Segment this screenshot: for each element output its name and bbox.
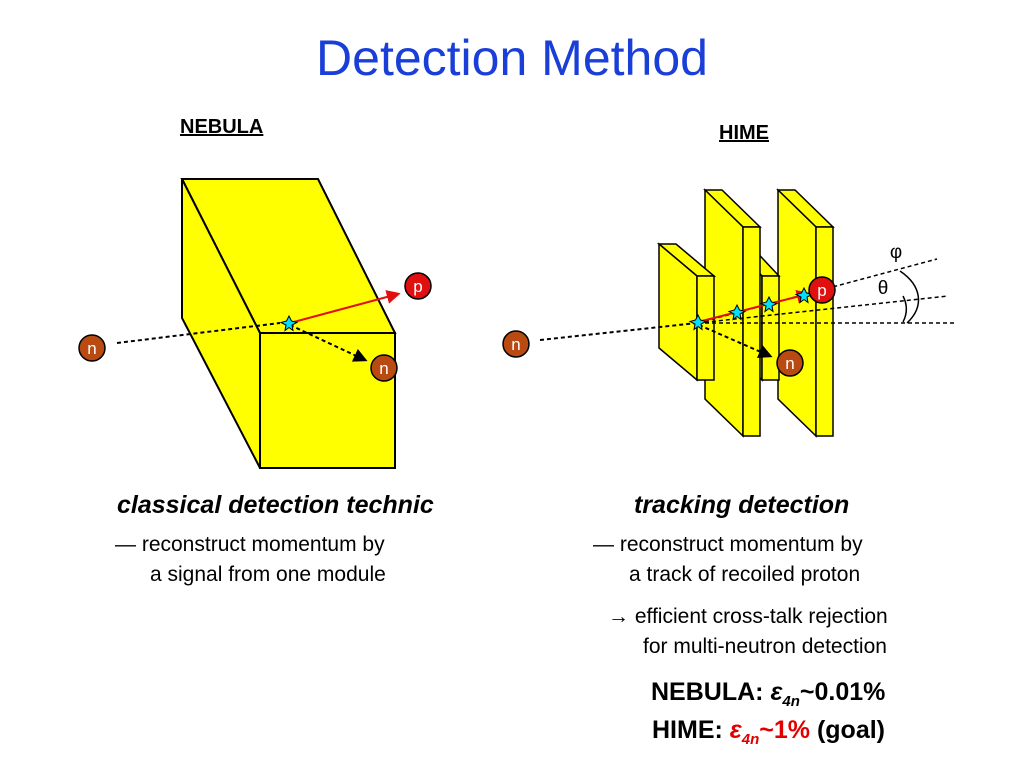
- hime-phi-symbol: φ: [890, 242, 902, 263]
- hime-proton-label: p: [817, 281, 826, 300]
- hime-efficiency: HIME: ε4n~1% (goal): [652, 714, 886, 748]
- hime-efficiency-value: 1%: [773, 716, 811, 744]
- hime-efficiency-prefix: HIME:: [652, 716, 730, 744]
- hime-efficiency-suffix: (goal): [810, 716, 886, 744]
- nebula-scintillator-block: [180, 178, 397, 469]
- nebula-efficiency-subscript: 4n: [782, 693, 800, 710]
- nebula-proton-label: p: [413, 277, 422, 296]
- hime-neutron-in-label: n: [511, 335, 520, 354]
- hime-efficiency-epsilon: ε: [729, 716, 742, 744]
- nebula-proton-out: p: [404, 272, 432, 300]
- hime-neutron-in: n: [502, 330, 530, 358]
- nebula-neutron-out-label: n: [379, 359, 388, 378]
- nebula-efficiency-prefix: NEBULA:: [651, 678, 771, 706]
- nebula-efficiency: NEBULA: ε4n~0.01%: [651, 676, 886, 710]
- nebula-neutron-in-label: n: [87, 339, 96, 358]
- hime-layer-front-left: [656, 242, 717, 382]
- hime-note-line1: → efficient cross-talk rejection: [608, 605, 888, 628]
- hime-phi-arc: [899, 270, 920, 324]
- nebula-interaction-star-icon: [279, 314, 299, 332]
- hime-hit-star-icon: [727, 303, 747, 321]
- hime-description-line1: — reconstruct momentum by: [593, 533, 863, 556]
- hime-neutron-out-label: n: [785, 354, 794, 373]
- nebula-incoming-neutron-track: [116, 322, 281, 344]
- hime-phi-reference-line: [697, 258, 938, 324]
- hime-efficiency-subscript: 4n: [741, 731, 760, 748]
- hime-incoming-neutron-track: [539, 322, 698, 341]
- hime-scattered-neutron-track: [698, 324, 773, 358]
- hime-proton-track: [697, 289, 811, 323]
- hime-heading: tracking detection: [634, 491, 850, 519]
- hime-theta-symbol: θ: [878, 278, 889, 299]
- hime-layer-back-right: [776, 188, 835, 438]
- nebula-heading: classical detection technic: [117, 491, 434, 519]
- hime-hit-star-icon: [759, 295, 779, 313]
- hime-note-line2: for multi-neutron detection: [643, 635, 887, 658]
- hime-efficiency-tilde: ~: [759, 716, 774, 744]
- nebula-neutron-in: n: [78, 334, 106, 362]
- hime-proton-out: p: [808, 276, 836, 304]
- page-title: Detection Method: [316, 30, 708, 86]
- nebula-label: NEBULA: [180, 116, 264, 138]
- hime-neutron-out: n: [776, 349, 804, 377]
- nebula-description-line2: a signal from one module: [150, 563, 386, 586]
- nebula-neutron-out: n: [370, 354, 398, 382]
- hime-description-line2: a track of recoiled proton: [629, 563, 861, 586]
- hime-interaction-star-icon: [688, 313, 708, 331]
- hime-theta-arc: [902, 295, 907, 323]
- hime-label: HIME: [719, 122, 769, 144]
- nebula-efficiency-value: ~0.01%: [799, 678, 886, 706]
- nebula-description-line1: — reconstruct momentum by: [115, 533, 385, 556]
- nebula-proton-track: [289, 290, 401, 324]
- nebula-efficiency-epsilon: ε: [770, 678, 783, 706]
- detection-diagrams: n p n φ θ: [78, 178, 955, 469]
